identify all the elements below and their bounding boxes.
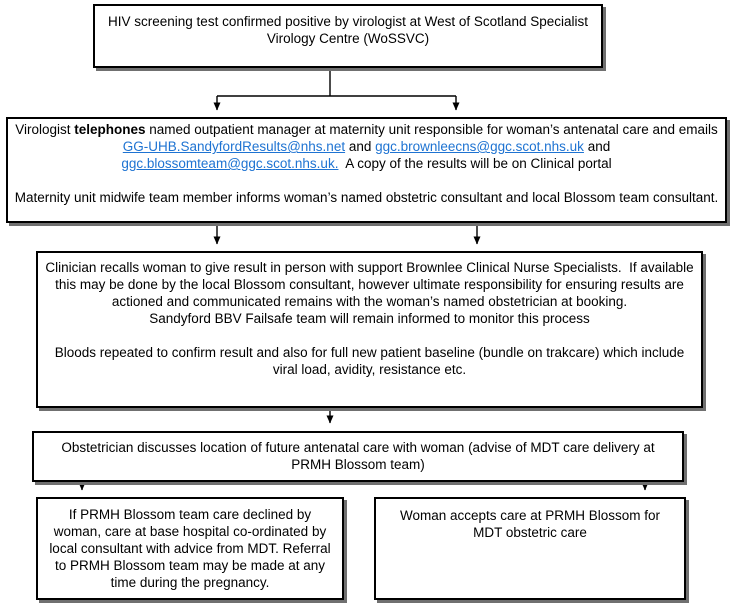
clinician-recall-text: Clinician recalls woman to give result i… — [45, 260, 698, 309]
blossom-team-email-link[interactable]: ggc.blossomteam@ggc.scot.nhs.uk. — [121, 156, 339, 171]
confirmed-positive-text: HIV screening test confirmed positive by… — [108, 14, 592, 46]
and-separator-2: and — [583, 139, 614, 154]
care-accepted-text: Woman accepts care at PRMH Blossom for M… — [399, 508, 664, 540]
failsafe-monitor-text: Sandyford BBV Failsafe team will remain … — [149, 311, 590, 326]
obstetrician-discussion-text: Obstetrician discusses location of futur… — [61, 440, 659, 472]
box-care-declined: If PRMH Blossom team care declined by wo… — [36, 497, 344, 600]
telephones-bold-text: telephones — [74, 122, 146, 137]
box-obstetrician-discussion: Obstetrician discusses location of futur… — [32, 431, 684, 482]
midwife-informs-text: Maternity unit midwife team member infor… — [14, 190, 719, 205]
box-virologist-notification: Virologist telephones named outpatient m… — [6, 117, 727, 223]
sandyford-results-email-link[interactable]: GG-UHB.SandyfordResults@nhs.net — [122, 139, 346, 154]
brownlee-cns-email-link[interactable]: ggc.brownleecns@ggc.scot.nhs.uk — [375, 139, 584, 154]
box-care-accepted: Woman accepts care at PRMH Blossom for M… — [374, 497, 686, 600]
box-clinician-recall: Clinician recalls woman to give result i… — [36, 251, 703, 408]
care-declined-text: If PRMH Blossom team care declined by wo… — [49, 507, 335, 590]
connector-split-line — [217, 68, 456, 97]
paragraph-spacer — [13, 172, 720, 189]
clinical-portal-text: A copy of the results will be on Clinica… — [338, 156, 612, 171]
notify-text-mid: named outpatient manager at maternity un… — [145, 122, 722, 137]
paragraph-spacer — [44, 327, 695, 344]
bloods-repeated-text: Bloods repeated to confirm result and al… — [54, 345, 689, 377]
notify-text-start: Virologist — [15, 122, 75, 137]
virologist-notification-text: Virologist telephones named outpatient m… — [13, 121, 720, 172]
box-confirmed-positive: HIV screening test confirmed positive by… — [93, 4, 603, 68]
and-separator-1: and — [345, 139, 376, 154]
